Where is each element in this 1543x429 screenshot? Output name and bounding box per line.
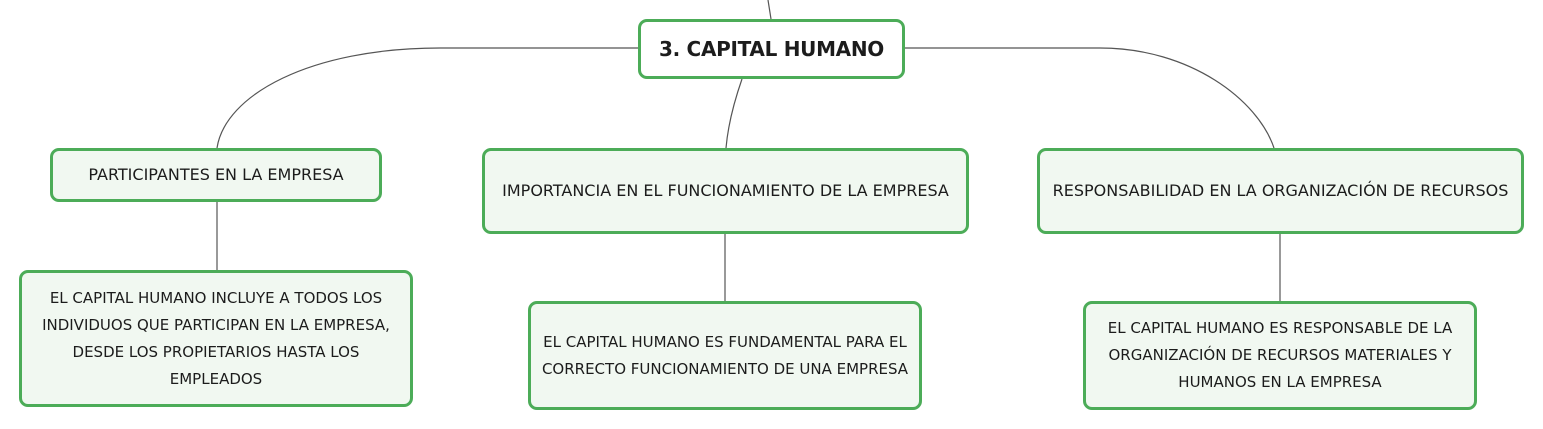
connector-central-to-branch-3	[905, 47, 1275, 149]
detail-node-participantes[interactable]: EL CAPITAL HUMANO INCLUYE A TODOS LOS IN…	[19, 270, 413, 407]
branch-label: RESPONSABILIDAD EN LA ORGANIZACIÓN DE RE…	[1052, 181, 1509, 200]
detail-text: EL CAPITAL HUMANO ES FUNDAMENTAL PARA EL…	[541, 332, 909, 378]
central-topic-node[interactable]: 3. CAPITAL HUMANO	[638, 19, 905, 79]
branch-node-participantes[interactable]: PARTICIPANTES EN LA EMPRESA	[50, 148, 382, 202]
branch-node-responsabilidad[interactable]: RESPONSABILIDAD EN LA ORGANIZACIÓN DE RE…	[1037, 148, 1524, 234]
detail-node-responsabilidad[interactable]: EL CAPITAL HUMANO ES RESPONSABLE DE LA O…	[1083, 301, 1477, 410]
connector-central-to-branch-2	[725, 78, 743, 149]
detail-text: EL CAPITAL HUMANO ES RESPONSABLE DE LA O…	[1107, 319, 1453, 391]
branch-label: PARTICIPANTES EN LA EMPRESA	[88, 165, 344, 184]
detail-text: EL CAPITAL HUMANO INCLUYE A TODOS LOS IN…	[42, 288, 390, 388]
central-topic-label: 3. CAPITAL HUMANO	[658, 37, 884, 61]
connector-central-to-branch-1	[216, 47, 638, 149]
branch-label: IMPORTANCIA EN EL FUNCIONAMIENTO DE LA E…	[502, 181, 949, 200]
branch-node-importancia[interactable]: IMPORTANCIA EN EL FUNCIONAMIENTO DE LA E…	[482, 148, 969, 234]
connector-parent-to-central	[767, 0, 772, 20]
detail-node-importancia[interactable]: EL CAPITAL HUMANO ES FUNDAMENTAL PARA EL…	[528, 301, 922, 410]
